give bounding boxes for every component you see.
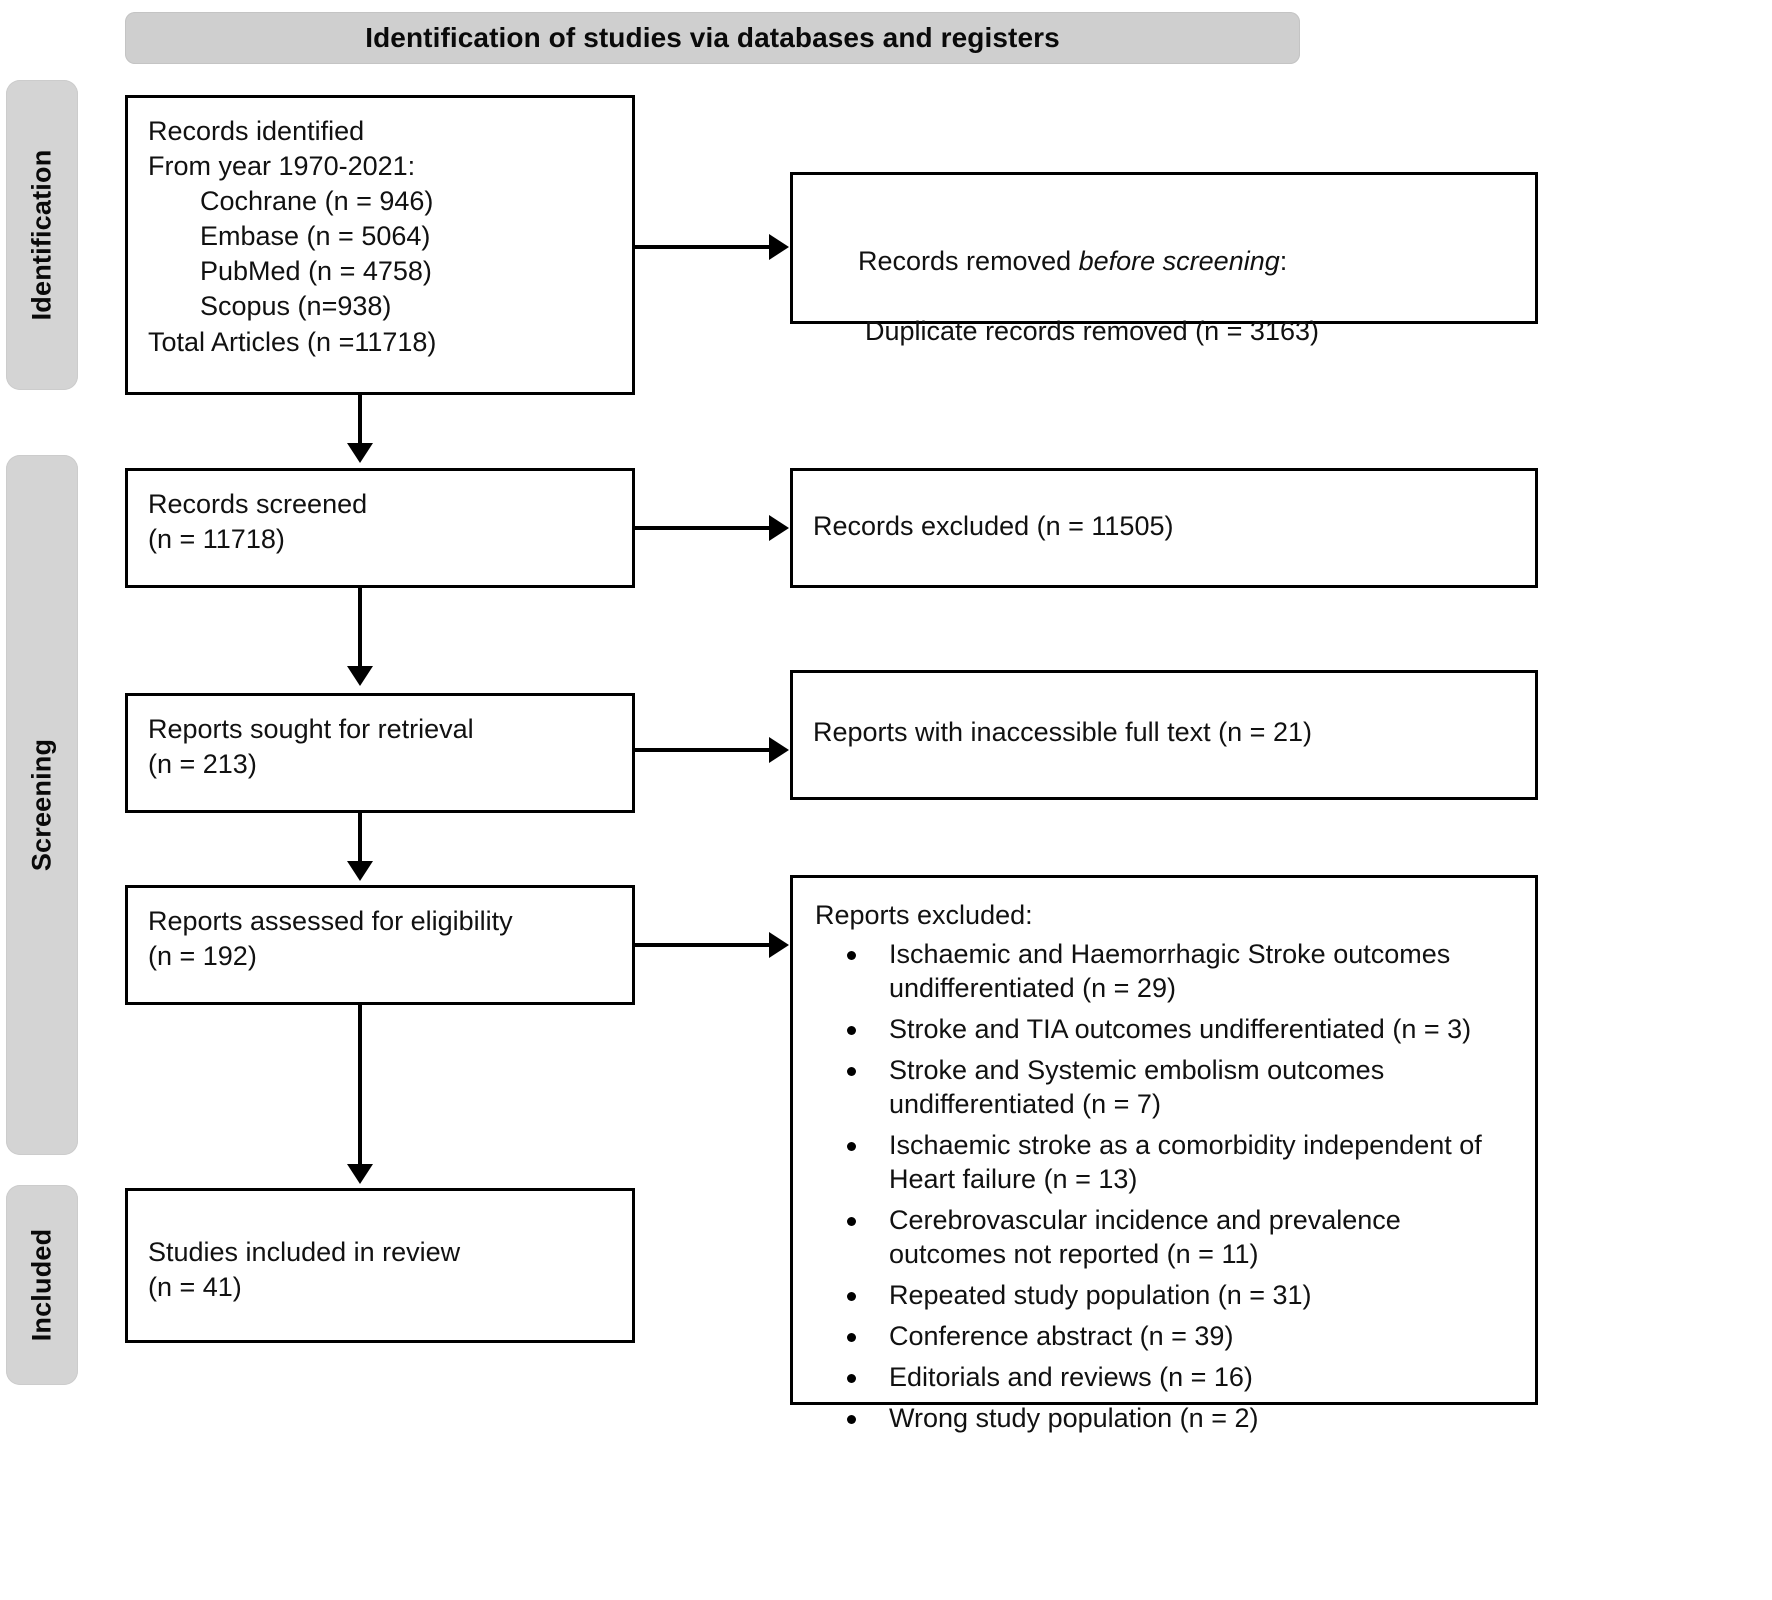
box-reports-excluded: Reports excluded: Ischaemic and Haemorrh…: [790, 875, 1538, 1433]
banner-title: Identification of studies via databases …: [365, 22, 1060, 53]
box-records-removed-before-screening: Records removed before screening: Duplic…: [790, 172, 1538, 346]
box-reports-inaccessible-full-text: Reports with inaccessible full text (n =…: [790, 670, 1538, 800]
list-item: Stroke and Systemic embolism outcomes un…: [847, 1053, 1517, 1121]
stage-label-identification: Identification: [26, 149, 57, 321]
connector-screened-to-sought: [358, 588, 362, 670]
connector-assessed-to-included: [358, 1005, 362, 1168]
records-screened-line-2: (n = 11718): [148, 524, 285, 555]
connector-screened-to-excluded: [635, 526, 771, 530]
studies-included-line-2: (n = 41): [148, 1272, 242, 1303]
records-excluded-line-1: Records excluded (n = 11505): [813, 511, 1174, 541]
box-reports-sought-for-retrieval: Reports sought for retrieval (n = 213): [125, 693, 635, 813]
reports-excluded-list: Ischaemic and Haemorrhagic Stroke outcom…: [815, 937, 1517, 1435]
arrowhead-identified-to-screened: [347, 443, 373, 463]
banner-identification-header: Identification of studies via databases …: [125, 12, 1300, 64]
arrowhead-screened-to-excluded: [769, 515, 789, 541]
records-identified-line-2: From year 1970-2021:: [148, 151, 416, 182]
stage-label-screening: Screening: [26, 738, 57, 872]
reports-excluded-heading: Reports excluded:: [815, 900, 1033, 930]
arrowhead-screened-to-sought: [347, 666, 373, 686]
box-studies-included-in-review: Studies included in review (n = 41): [125, 1188, 635, 1343]
connector-identified-to-screened: [358, 395, 362, 447]
list-item: Conference abstract (n = 39): [847, 1319, 1517, 1353]
records-screened-line-1: Records screened: [148, 489, 368, 519]
stage-band-screening: Screening: [6, 455, 78, 1155]
box-records-screened: Records screened (n = 11718): [125, 468, 635, 588]
records-identified-embase: Embase (n = 5064): [200, 221, 431, 252]
arrowhead-sought-to-assessed: [347, 861, 373, 881]
list-item: Ischaemic and Haemorrhagic Stroke outcom…: [847, 937, 1517, 1005]
box-records-excluded: Records excluded (n = 11505): [790, 468, 1538, 588]
connector-assessed-to-excluded: [635, 943, 771, 947]
list-item: Wrong study population (n = 2): [847, 1401, 1517, 1435]
studies-included-line-1: Studies included in review: [148, 1237, 461, 1267]
list-item: Cerebrovascular incidence and prevalence…: [847, 1203, 1517, 1271]
stage-band-identification: Identification: [6, 80, 78, 390]
list-item: Editorials and reviews (n = 16): [847, 1360, 1517, 1394]
stage-label-included: Included: [26, 1228, 57, 1342]
arrowhead-identified-to-removed: [769, 234, 789, 260]
arrowhead-assessed-to-excluded: [769, 932, 789, 958]
records-identified-pubmed: PubMed (n = 4758): [200, 256, 432, 287]
records-removed-title: Records removed before screening:: [813, 209, 1515, 314]
records-removed-title-italic: before screening: [1078, 246, 1280, 277]
box-reports-assessed-for-eligibility: Reports assessed for eligibility (n = 19…: [125, 885, 635, 1005]
reports-assessed-line-2: (n = 192): [148, 941, 257, 972]
stage-band-included: Included: [6, 1185, 78, 1385]
records-removed-title-suffix: :: [1279, 246, 1288, 277]
reports-sought-line-1: Reports sought for retrieval: [148, 714, 474, 744]
list-item: Stroke and TIA outcomes undifferentiated…: [847, 1012, 1517, 1046]
records-removed-duplicates: Duplicate records removed (n = 3163): [865, 316, 1319, 347]
reports-inaccessible-line-1: Reports with inaccessible full text (n =…: [813, 717, 1312, 747]
records-identified-line-1: Records identified: [148, 116, 365, 146]
connector-identified-to-removed: [635, 245, 771, 249]
connector-sought-to-assessed: [358, 813, 362, 865]
box-records-identified: Records identified From year 1970-2021: …: [125, 95, 635, 395]
reports-assessed-line-1: Reports assessed for eligibility: [148, 906, 513, 936]
records-removed-title-prefix: Records removed: [858, 246, 1079, 277]
list-item: Ischaemic stroke as a comorbidity indepe…: [847, 1128, 1517, 1196]
arrowhead-sought-to-inaccessible: [769, 737, 789, 763]
list-item: Repeated study population (n = 31): [847, 1278, 1517, 1312]
connector-sought-to-inaccessible: [635, 748, 771, 752]
reports-sought-line-2: (n = 213): [148, 749, 257, 780]
arrowhead-assessed-to-included: [347, 1164, 373, 1184]
records-identified-scopus: Scopus (n=938): [200, 291, 392, 322]
records-identified-total: Total Articles (n =11718): [148, 326, 437, 357]
records-identified-cochrane: Cochrane (n = 946): [200, 186, 434, 217]
